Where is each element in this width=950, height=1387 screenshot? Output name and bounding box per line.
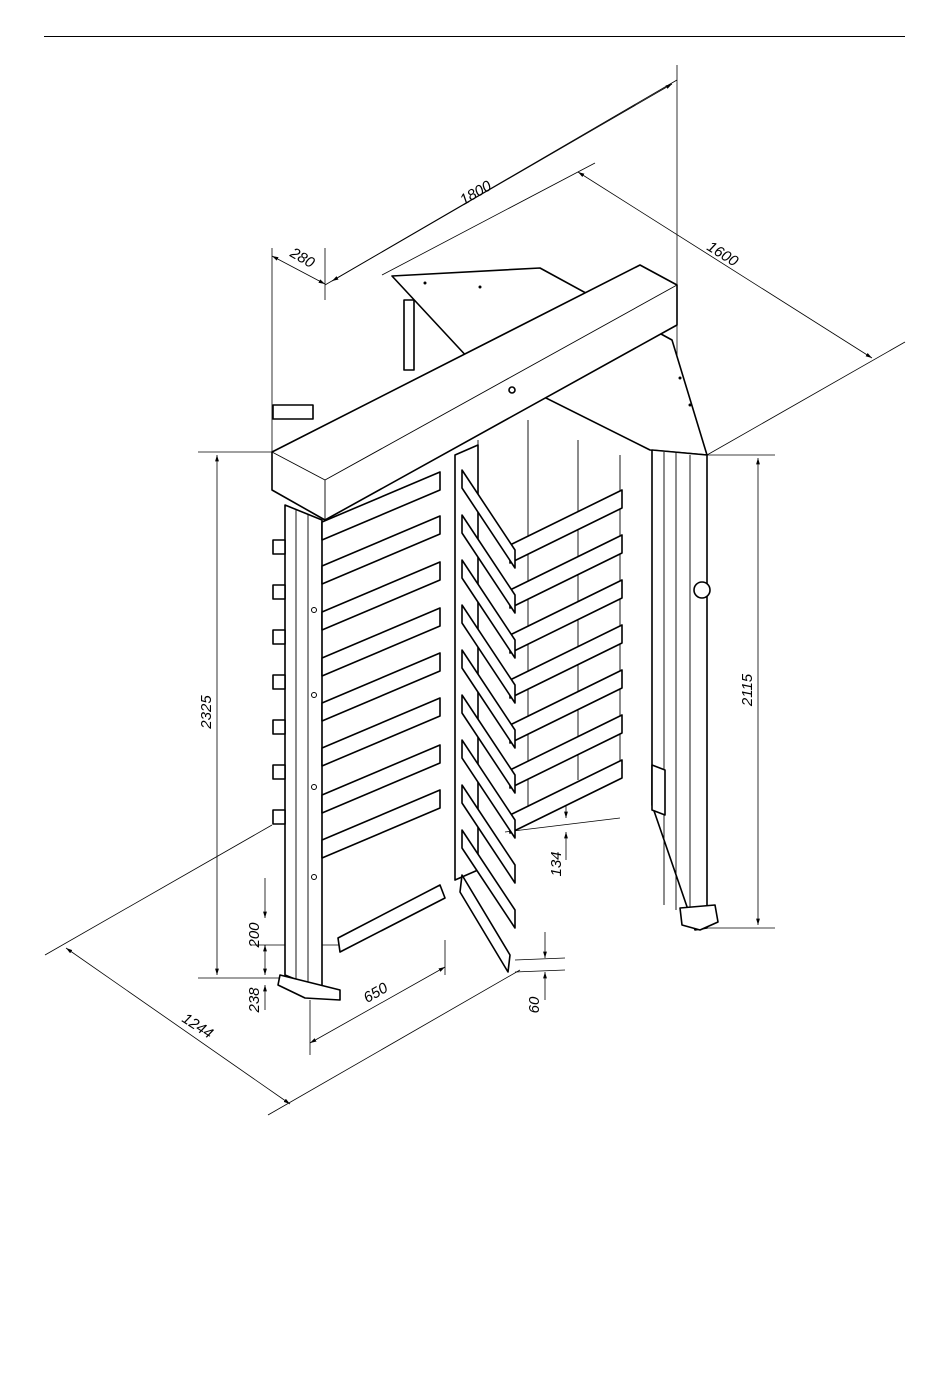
dim-bottom-bar-offset: 200 bbox=[246, 922, 263, 949]
dim-canopy-depth: 1600 bbox=[704, 238, 742, 270]
dim-passage-height: 2115 bbox=[739, 673, 756, 707]
dim-overall-width: 1800 bbox=[457, 177, 495, 209]
dim-base-height: 238 bbox=[246, 987, 263, 1014]
dim-overall-height: 2325 bbox=[198, 695, 215, 730]
dim-arm-gap: 134 bbox=[548, 851, 565, 876]
turnstile-structure bbox=[272, 265, 718, 1000]
dim-passage-width: 650 bbox=[361, 979, 392, 1007]
dim-base-depth: 1244 bbox=[179, 1010, 216, 1042]
dim-arm-thickness: 60 bbox=[526, 996, 543, 1013]
dim-post-depth: 280 bbox=[286, 244, 318, 272]
